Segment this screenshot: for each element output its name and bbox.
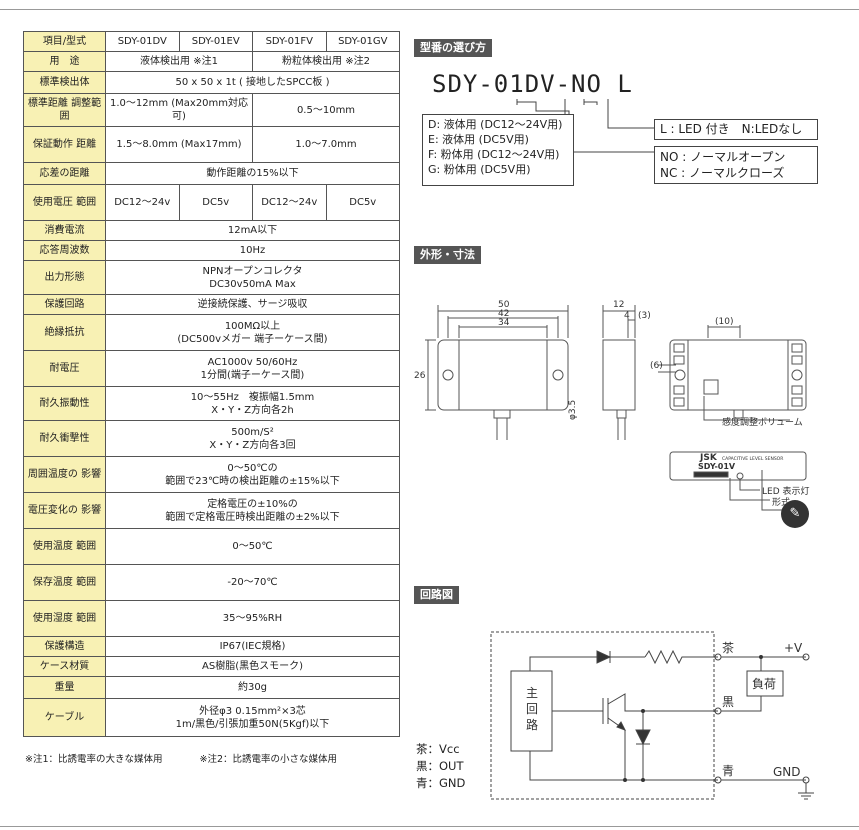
plate-desc: CAPACITIVE LEVEL SENSOR <box>722 456 783 462</box>
load-label: 負荷 <box>752 677 776 691</box>
legend-vcc: 茶：Vcc <box>416 742 460 756</box>
row-key: 保存温度 範囲 <box>23 564 106 601</box>
type-d: D: 液体用 (DC12～24V用) <box>428 118 563 131</box>
line: 1m/黒色/引張加重50N(5Kgf)以下 <box>175 718 330 730</box>
row-key: 耐電圧 <box>23 350 106 387</box>
line: 外径φ3 0.15mm²×3芯 <box>199 705 306 717</box>
led-box: L : LED 付き N:LEDなし <box>654 119 818 140</box>
plate-brand: JSK <box>699 453 718 463</box>
cell: 1.5～8.0mm (Max17mm) <box>105 126 253 163</box>
main-circuit-1: 主 <box>526 686 538 700</box>
row-key: 耐久衝撃性 <box>23 420 106 457</box>
dim-w42: 42 <box>498 309 509 319</box>
cell: 35～95%RH <box>105 600 400 637</box>
line: 0～50℃の <box>227 462 278 474</box>
dim-d6: (6) <box>650 361 663 371</box>
type-box: D: 液体用 (DC12～24V用) E: 液体用 (DC5V用) F: 粉体用… <box>422 114 574 186</box>
led-option: L : LED 付き N:LEDなし <box>660 122 803 136</box>
legend-out: 黒：OUT <box>416 759 464 773</box>
dim-w34: 34 <box>498 318 510 328</box>
plate-model: SDY-01V <box>698 462 736 471</box>
cell: -20～70℃ <box>105 564 400 601</box>
dim-phi: φ3.5 <box>568 400 578 420</box>
row-key: 耐久振動性 <box>23 386 106 421</box>
row-key: 応差の距離 <box>23 162 106 185</box>
line: (DC500vメガー 端子ーケース間) <box>177 333 328 345</box>
line: 範囲で定格電圧時検出距離の±2%以下 <box>165 511 340 523</box>
line: 定格電圧の±10%の <box>207 498 298 510</box>
led-label: LED 表示灯 <box>762 485 810 497</box>
dim-d12: 12 <box>613 300 624 310</box>
nc-option: NC : ノーマルクローズ <box>660 166 785 180</box>
row-key: 標準検出体 <box>23 71 106 94</box>
row-key: 保護回路 <box>23 294 106 315</box>
image-edit-icon[interactable]: ✎ <box>781 500 809 528</box>
line: 1分間(端子ーケース間) <box>200 369 305 381</box>
line: 100MΩ以上 <box>224 320 281 332</box>
wire-black: 黒 <box>722 695 734 709</box>
cell: 0～50℃ <box>105 528 400 565</box>
row-key: 使用湿度 範囲 <box>23 600 106 637</box>
dim-d4: 4 <box>624 311 630 321</box>
dim-d10: (10) <box>715 317 733 327</box>
line: AC1000v 50/60Hz <box>207 356 298 368</box>
line: NPNオープンコレクタ <box>202 265 303 277</box>
cell: DC12～24v <box>252 184 327 221</box>
wire-brown: 茶 <box>722 640 734 655</box>
row-key: 標準距離 調整範囲 <box>23 93 106 127</box>
gnd-label: GND <box>773 765 801 779</box>
section-title-model: 型番の選び方 <box>414 39 492 57</box>
dim-h26: 26 <box>414 371 426 381</box>
row-key: 絶縁抵抗 <box>23 314 106 351</box>
top-rule <box>0 9 859 10</box>
wire-blue: 青 <box>722 764 734 778</box>
section-title-circuit: 回路図 <box>414 586 459 604</box>
spec-table: 項目/型式 SDY-01DV SDY-01EV SDY-01FV SDY-01G… <box>23 31 400 737</box>
wire-legend: 茶：Vcc 黒：OUT 青：GND <box>416 741 465 792</box>
line: X・Y・Z方向各2h <box>211 404 294 416</box>
note-1: ※注1：比誘電率の大きな媒体用 <box>25 754 163 765</box>
row-key: 周囲温度の 影響 <box>23 456 106 493</box>
type-f: F: 粉体用 (DC12～24V用) <box>428 148 560 161</box>
row-key: 保護構造 <box>23 636 106 657</box>
row-key: 重量 <box>23 676 106 699</box>
section-title-dimensions: 外形・寸法 <box>414 246 481 264</box>
notes: ※注1：比誘電率の大きな媒体用 ※注2：比誘電率の小さな媒体用 <box>25 751 371 765</box>
row-key: 出力形態 <box>23 260 106 295</box>
type-e: E: 液体用 (DC5V用) <box>428 133 529 146</box>
model-code: SDY-01DV-NO L <box>432 70 633 98</box>
legend-gnd: 青：GND <box>416 776 466 790</box>
bottom-rule <box>0 826 859 827</box>
line: DC30v50mA Max <box>209 278 296 290</box>
header-item: 項目/型式 <box>23 31 106 52</box>
no-option: NO : ノーマルオープン <box>660 150 786 164</box>
dim-d3: (3) <box>638 311 651 321</box>
line: X・Y・Z方向各3回 <box>209 439 296 451</box>
type-g: G: 粉体用 (DC5V用) <box>428 163 531 176</box>
cell: 定格電圧の±10%の範囲で定格電圧時検出距離の±2%以下 <box>105 492 400 529</box>
dim-w50: 50 <box>498 300 510 310</box>
row-key: 使用電圧 範囲 <box>23 184 106 221</box>
line: 500m/S² <box>231 426 274 438</box>
pv-label: +V <box>784 641 803 655</box>
main-circuit-2: 回 <box>526 702 538 716</box>
note-2: ※注2：比誘電率の小さな媒体用 <box>199 754 338 765</box>
cell: 1.0～7.0mm <box>252 126 400 163</box>
cell: 0.5～10mm <box>252 93 400 127</box>
nonc-box: NO : ノーマルオープン NC : ノーマルクローズ <box>654 146 818 184</box>
line: 範囲で23℃時の検出距離の±15%以下 <box>165 475 340 487</box>
line: 10～55Hz 複振幅1.5mm <box>190 391 315 403</box>
volume-label: 感度調整ボリューム <box>722 416 803 428</box>
main-circuit-3: 路 <box>526 717 538 732</box>
